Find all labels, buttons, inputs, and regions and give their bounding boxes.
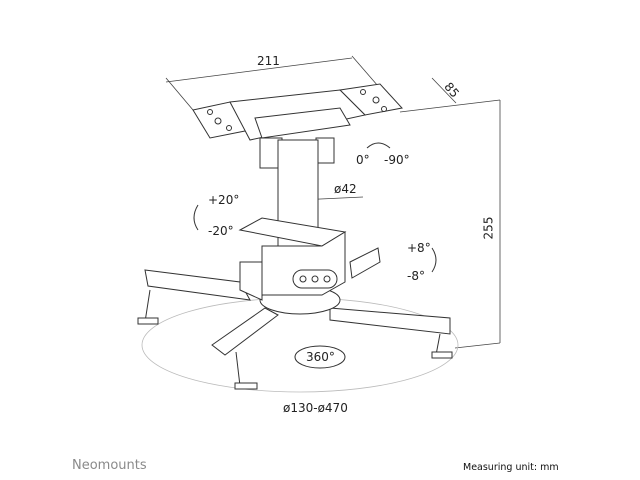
roll-down-label: -8° [407,269,425,283]
rotation-arrows [193,142,437,273]
ceiling-plate [192,83,403,141]
width-dimension: 211 [257,54,280,68]
height-dimension: 255 [481,216,496,240]
swivel-start-label: 0° [356,153,370,167]
rotation-360-ellipse [294,345,346,369]
measuring-unit-note: Measuring unit: mm [463,462,559,473]
tube-diameter: ø42 [334,182,357,196]
swivel-end-label: -90° [384,153,410,167]
tilt-up-label: +20° [208,193,240,207]
arms [137,247,453,390]
rotation-360-label: 360° [306,350,335,364]
mount-head [238,217,347,315]
brand-logo: Neomounts [72,458,147,473]
roll-up-label: +8° [407,241,431,255]
mount-range-label: ø130-ø470 [283,401,348,415]
tilt-down-label: -20° [208,224,234,238]
dimension-lines [165,55,501,349]
